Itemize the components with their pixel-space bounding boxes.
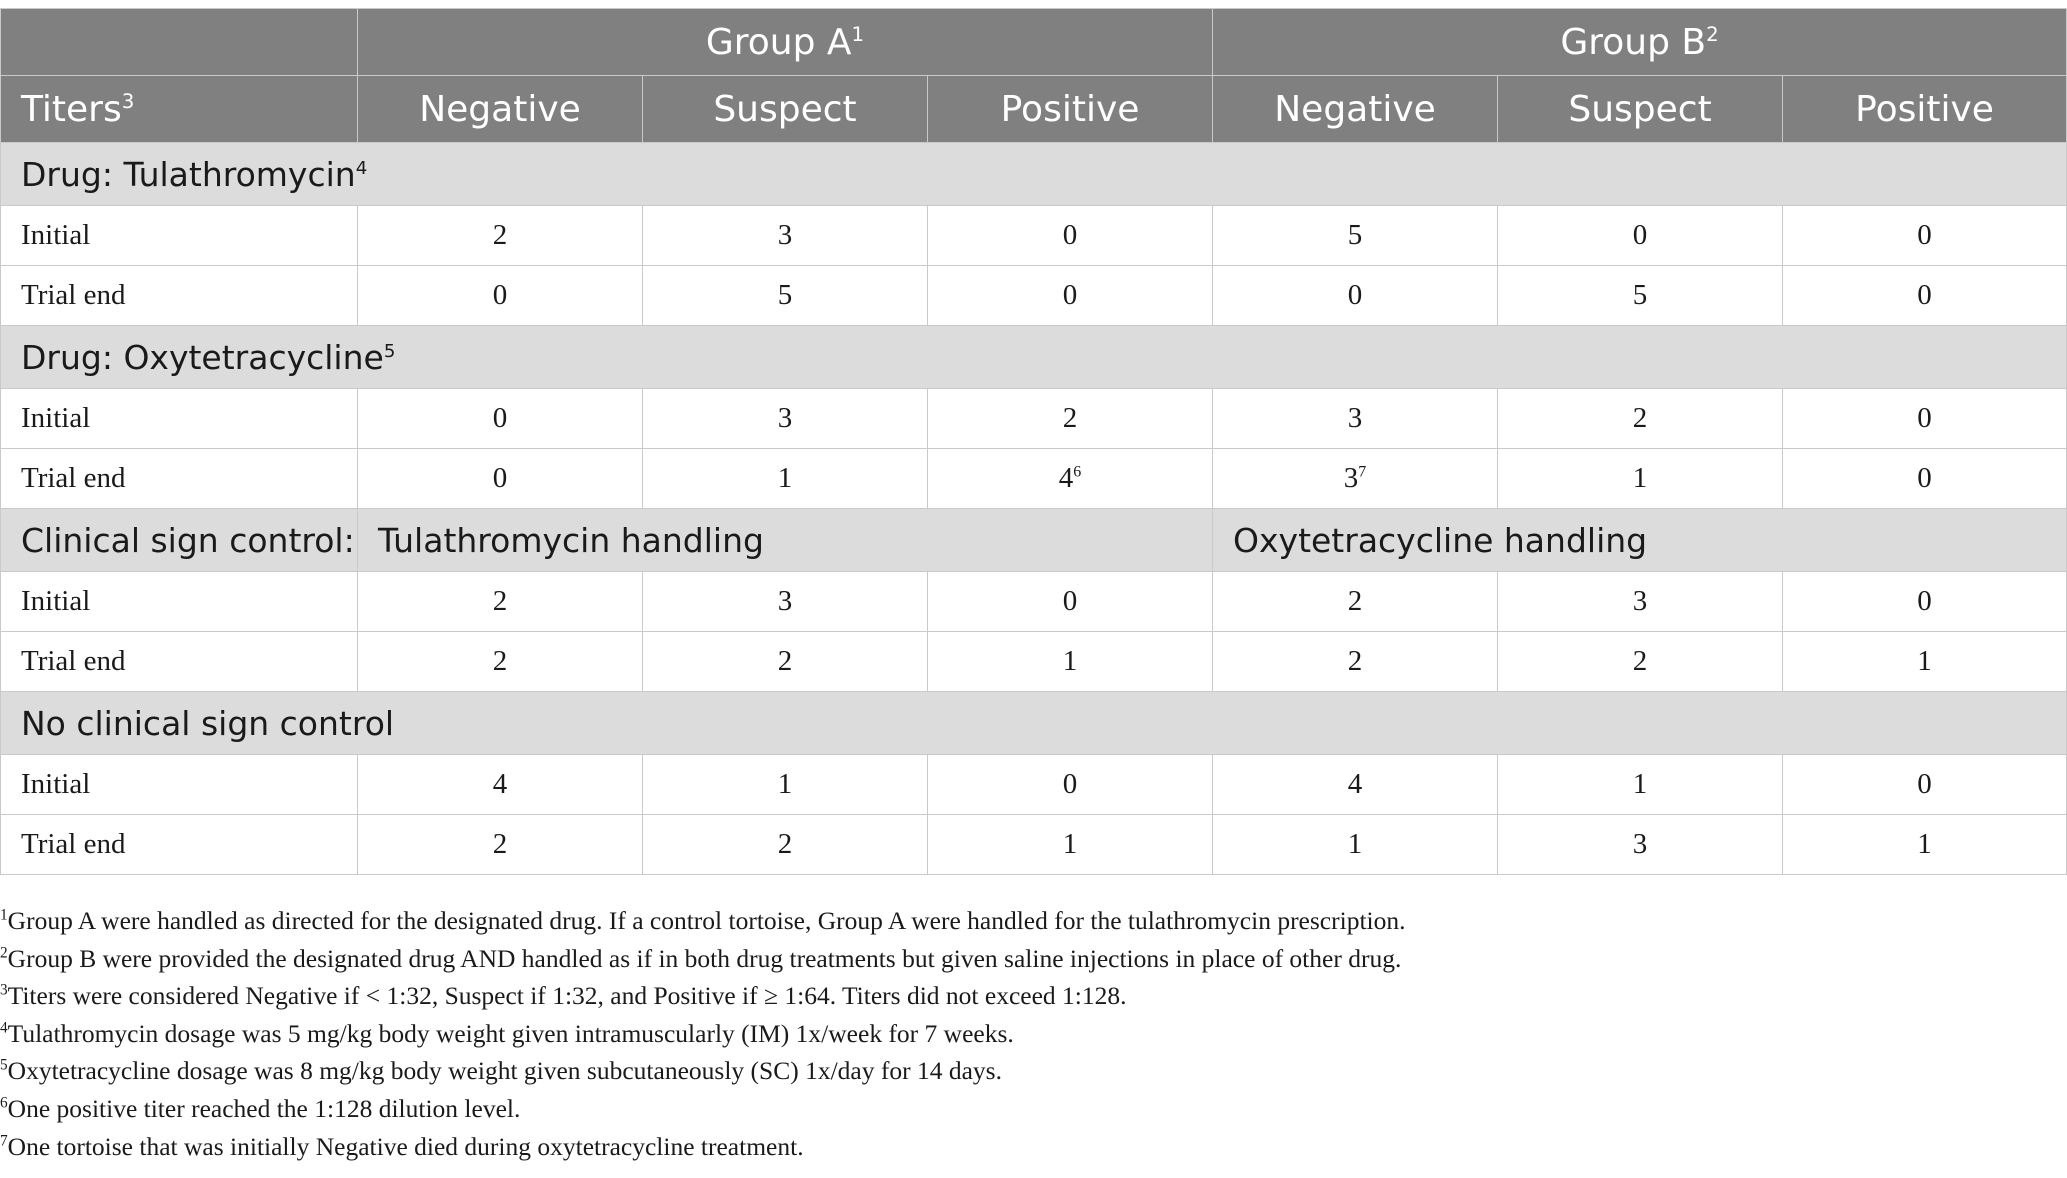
table-cell: 4	[357, 754, 643, 815]
section-title: Drug: Tulathromycin4	[0, 142, 2067, 206]
table-cell: 2	[1212, 631, 1499, 692]
table-cell: 5	[1497, 265, 1784, 326]
row-label: Trial end	[0, 631, 358, 692]
titer-results-table: Group A1 Group B2 Titers3 Negative Suspe…	[0, 8, 2067, 875]
table-cell: 0	[1212, 265, 1499, 326]
table-cell: 0	[926, 754, 1214, 815]
row-label: Trial end	[0, 814, 358, 875]
footnote: 2Group B were provided the designated dr…	[0, 943, 1402, 973]
table-cell: 0	[926, 205, 1214, 266]
section-title: No clinical sign control	[0, 691, 2067, 755]
section-header-row: Drug: Oxytetracycline5	[0, 325, 2067, 389]
table-cell: 1	[926, 814, 1214, 875]
column-header: Negative	[1212, 75, 1499, 143]
table-cell: 2	[926, 388, 1214, 449]
table-cell: 2	[1497, 631, 1784, 692]
table-cell: 1	[642, 754, 928, 815]
section-subtitle-a: Tulathromycin handling	[356, 508, 1214, 572]
titers-header: Titers3	[0, 75, 358, 143]
table-cell: 37	[1212, 448, 1499, 509]
table-cell: 0	[1782, 571, 2067, 632]
table-cell: 1	[1497, 754, 1784, 815]
table-cell: 2	[357, 205, 643, 266]
section-header-row: No clinical sign control	[0, 691, 2067, 755]
table-cell: 3	[1497, 814, 1784, 875]
column-header: Suspect	[642, 75, 928, 143]
footnote: 1Group A were handled as directed for th…	[0, 906, 1406, 935]
table-cell: 0	[926, 265, 1214, 326]
group-b-header: Group B2	[1212, 8, 2067, 76]
row-label: Initial	[0, 205, 358, 266]
section-header-row: Clinical sign control:Tulathromycin hand…	[0, 508, 2067, 572]
table-cell: 46	[926, 448, 1214, 509]
footnote: 6One positive titer reached the 1:128 di…	[0, 1093, 521, 1123]
column-header: Negative	[357, 75, 643, 143]
row-label: Trial end	[0, 448, 358, 509]
table-cell: 3	[1497, 571, 1784, 632]
table-cell: 2	[1212, 571, 1499, 632]
table-cell: 0	[926, 571, 1214, 632]
table-cell: 3	[642, 205, 928, 266]
table-cell: 2	[357, 631, 643, 692]
table-cell: 1	[1212, 814, 1499, 875]
footnote: 5Oxytetracycline dosage was 8 mg/kg body…	[0, 1056, 1002, 1086]
table-cell: 0	[1782, 265, 2067, 326]
table-cell: 2	[642, 631, 928, 692]
table-cell: 1	[1782, 814, 2067, 875]
table-cell: 0	[357, 448, 643, 509]
table-cell: 3	[1212, 388, 1499, 449]
table-cell: 0	[1782, 448, 2067, 509]
table-cell: 2	[1497, 388, 1784, 449]
table-cell: 1	[926, 631, 1214, 692]
table-cell: 3	[642, 388, 928, 449]
section-title: Drug: Oxytetracycline5	[0, 325, 2067, 389]
column-header-row: Titers3 Negative Suspect Positive Negati…	[0, 75, 2067, 143]
table-cell: 1	[642, 448, 928, 509]
group-a-header: Group A1	[356, 8, 1214, 76]
footnote: 7One tortoise that was initially Negativ…	[0, 1131, 804, 1161]
table-cell: 4	[1212, 754, 1499, 815]
table-cell: 0	[1782, 388, 2067, 449]
table-cell: 2	[642, 814, 928, 875]
table-cell: 2	[357, 814, 643, 875]
section-title: Clinical sign control:	[0, 508, 358, 572]
row-label: Initial	[0, 754, 358, 815]
header-empty-cell	[0, 8, 358, 76]
footnotes: 1Group A were handled as directed for th…	[0, 902, 2067, 1165]
column-header: Positive	[926, 75, 1214, 143]
table-cell: 1	[1782, 631, 2067, 692]
table-cell: 3	[642, 571, 928, 632]
table-cell: 2	[357, 571, 643, 632]
row-label: Trial end	[0, 265, 358, 326]
table-cell: 0	[1782, 754, 2067, 815]
table-cell: 0	[357, 388, 643, 449]
footnote: 4Tulathromycin dosage was 5 mg/kg body w…	[0, 1018, 1014, 1048]
table-cell: 0	[1782, 205, 2067, 266]
group-header-row: Group A1 Group B2	[0, 8, 2067, 76]
section-header-row: Drug: Tulathromycin4	[0, 142, 2067, 206]
footnote: 3Titers were considered Negative if < 1:…	[0, 981, 1127, 1011]
row-label: Initial	[0, 388, 358, 449]
column-header: Positive	[1782, 75, 2067, 143]
table-cell: 1	[1497, 448, 1784, 509]
column-header: Suspect	[1497, 75, 1784, 143]
row-label: Initial	[0, 571, 358, 632]
table-cell: 5	[1212, 205, 1499, 266]
table-cell: 0	[357, 265, 643, 326]
table-cell: 0	[1497, 205, 1784, 266]
results-table-container: Group A1 Group B2 Titers3 Negative Suspe…	[0, 8, 2067, 875]
section-subtitle-b: Oxytetracycline handling	[1212, 508, 2067, 572]
table-cell: 5	[642, 265, 928, 326]
